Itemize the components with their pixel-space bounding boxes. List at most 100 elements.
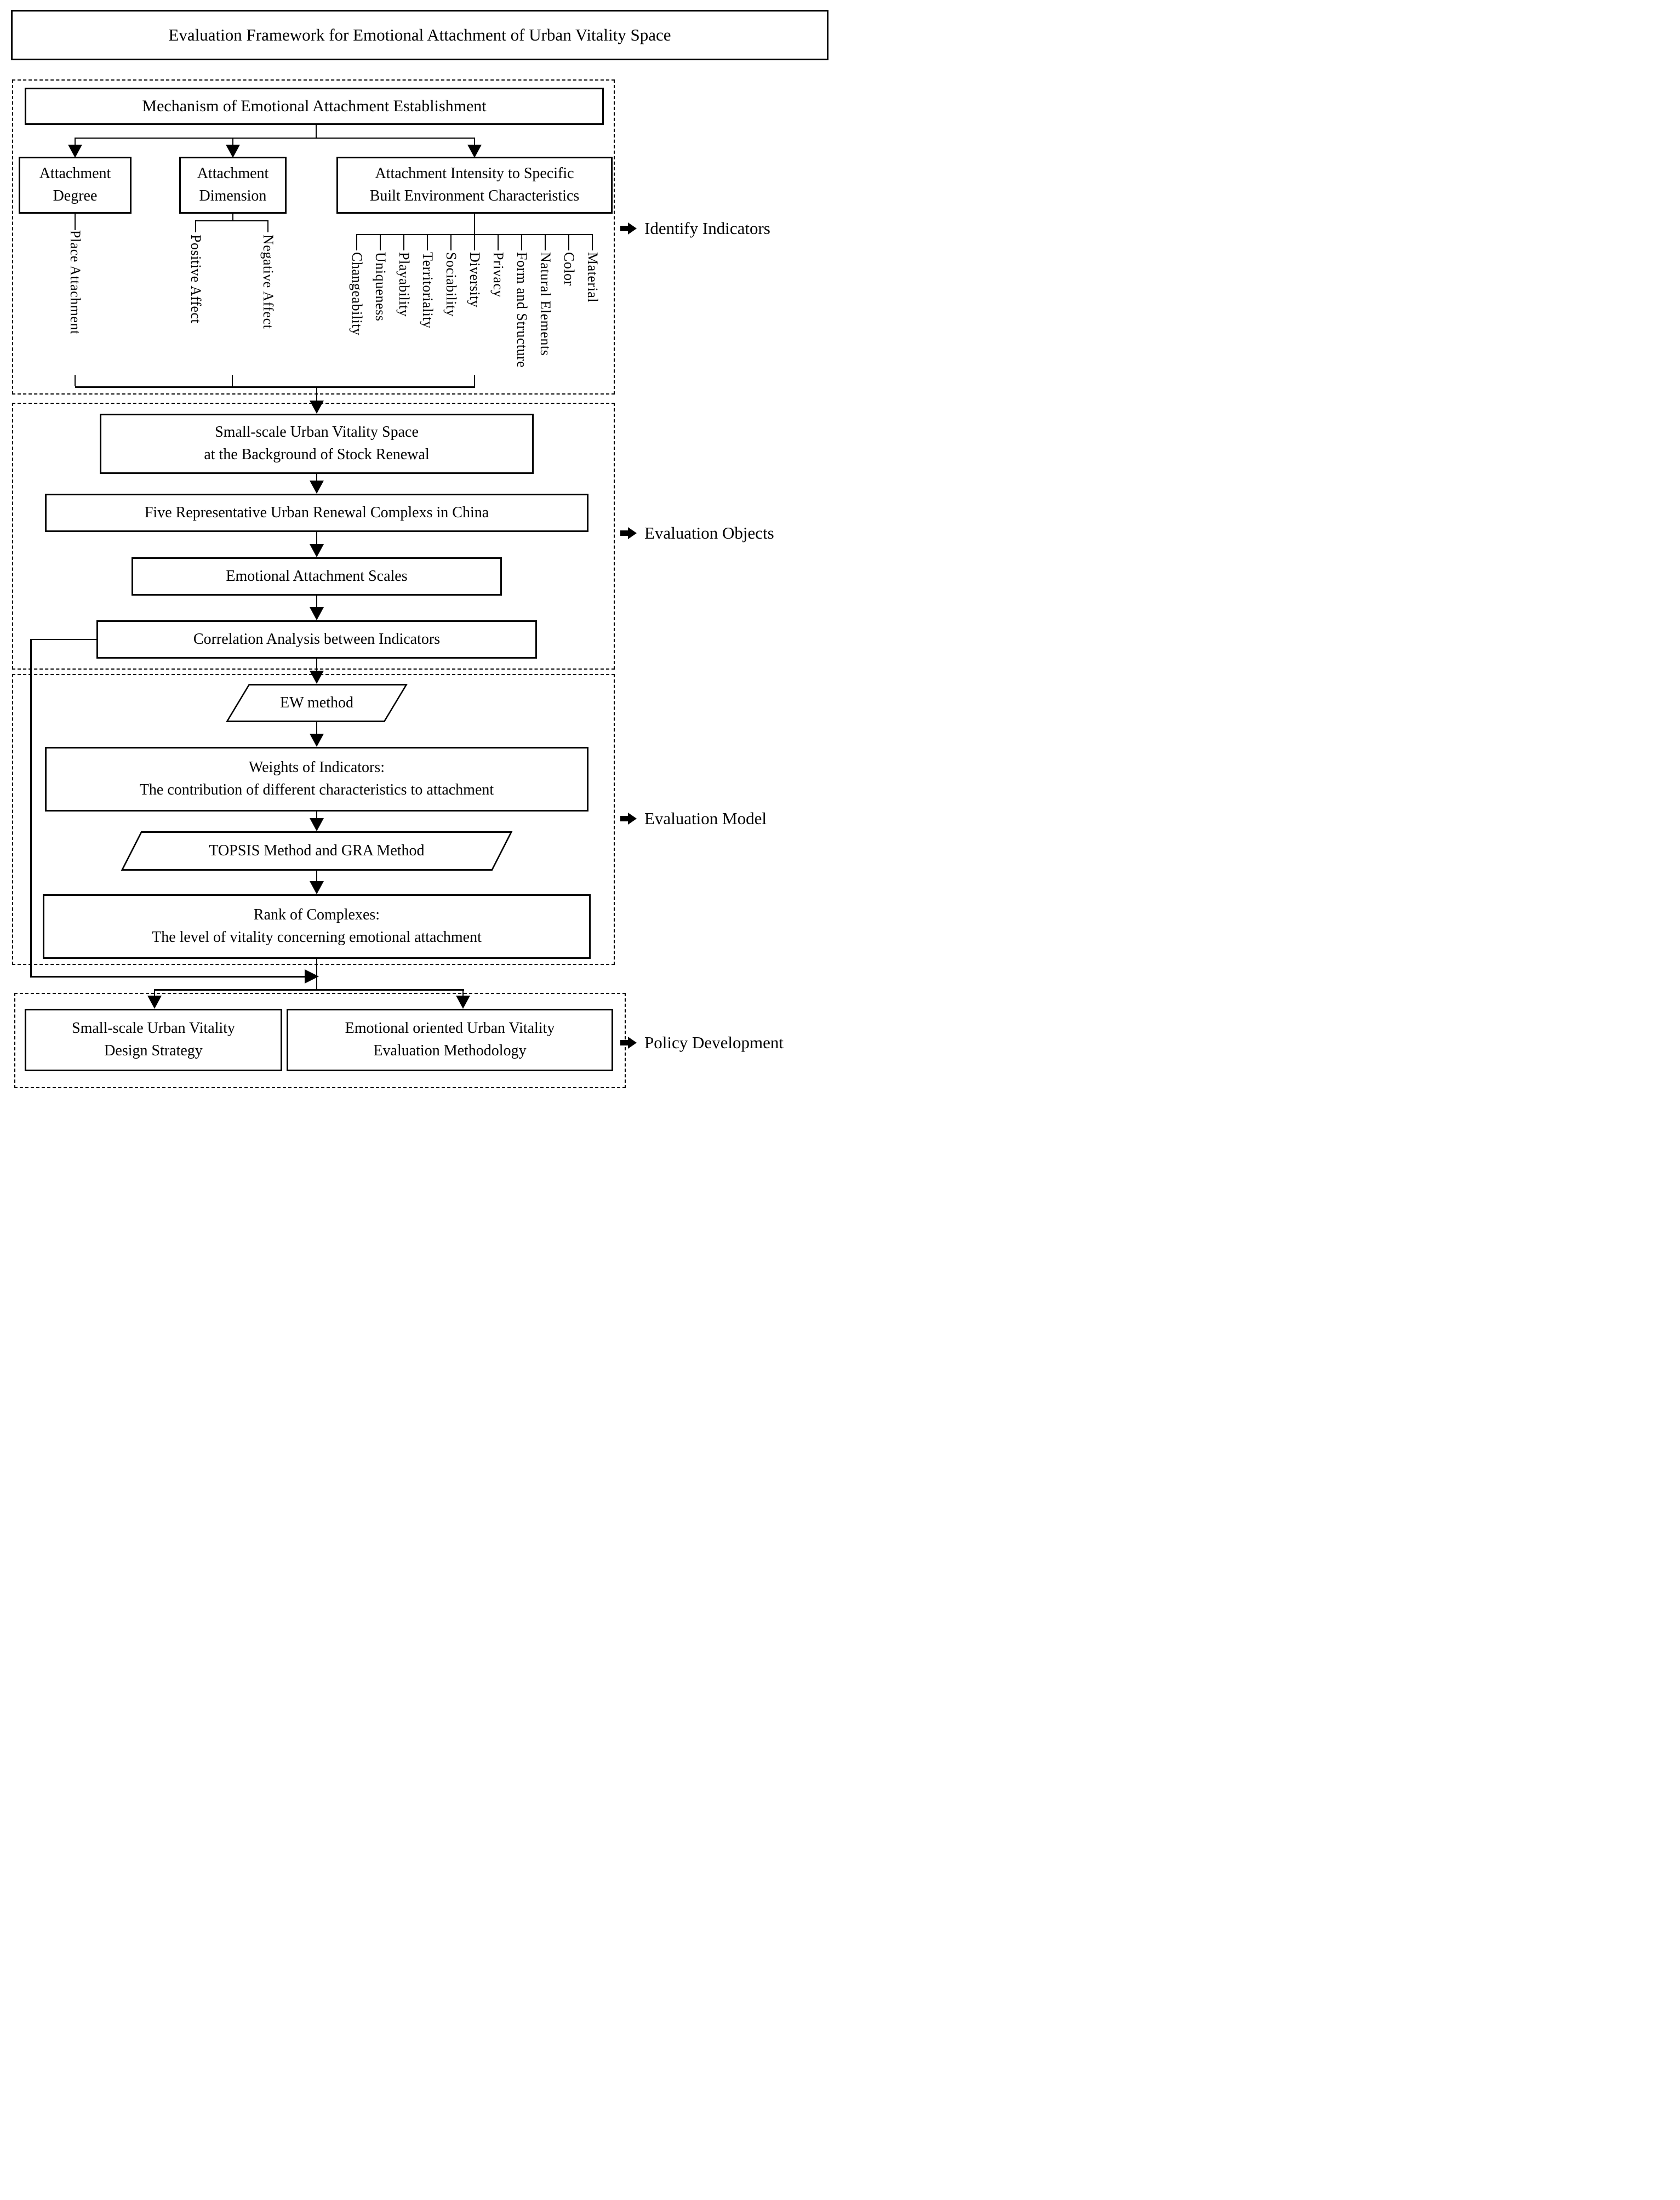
flowchart-canvas: Evaluation Framework for Emotional Attac… (0, 0, 840, 1100)
connector-line (545, 234, 546, 250)
scales-box: Emotional Attachment Scales (132, 557, 502, 596)
indicator-label-form-and-structure: Form and Structure (514, 252, 530, 368)
attachment-degree-box: Attachment Degree (19, 157, 132, 214)
arrowhead-down-icon (310, 544, 324, 557)
side-label-evaluation-model: Evaluation Model (644, 809, 767, 828)
block-arrow-icon (620, 1040, 628, 1045)
connector-line (316, 596, 317, 608)
correlation-box-label: Correlation Analysis between Indicators (193, 630, 441, 648)
connector-line (474, 234, 475, 250)
block-arrow-icon (628, 813, 637, 825)
weights-box-label: Weights of Indicators: The contribution … (139, 759, 494, 798)
connector-line (75, 386, 475, 388)
arrowhead-down-icon (456, 996, 470, 1009)
block-arrow-icon (620, 530, 628, 536)
feedback-line (30, 976, 306, 978)
connector-line (356, 234, 357, 250)
arrowhead-down-icon (310, 401, 324, 414)
indicator-label-material: Material (585, 252, 601, 303)
indicator-label-changeability: Changeability (349, 252, 365, 336)
connector-line (474, 214, 475, 234)
connector-line (75, 138, 76, 146)
connector-line (380, 234, 381, 250)
indicator-label-playability: Playability (396, 252, 412, 317)
connector-line (316, 722, 317, 735)
arrowhead-down-icon (310, 734, 324, 747)
connector-line (75, 138, 475, 139)
rank-box-label: Rank of Complexes: The level of vitality… (152, 906, 482, 946)
indicator-label-privacy: Privacy (490, 252, 506, 298)
feedback-line (31, 639, 96, 640)
indicator-label-diversity: Diversity (467, 252, 483, 308)
attachment-dimension-label: Attachment Dimension (197, 165, 269, 204)
arrowhead-down-icon (310, 881, 324, 894)
arrowhead-down-icon (467, 145, 482, 158)
side-label-policy-development: Policy Development (644, 1033, 784, 1052)
block-arrow-icon (628, 527, 637, 539)
connector-line (75, 214, 76, 230)
connector-line (450, 234, 452, 250)
methodology-box: Emotional oriented Urban Vitality Evalua… (287, 1009, 613, 1071)
indicator-label-natural-elements: Natural Elements (538, 252, 553, 356)
side-label-identify-indicators: Identify Indicators (644, 219, 770, 238)
connector-line (474, 375, 475, 386)
weights-box: Weights of Indicators: The contribution … (45, 747, 588, 812)
connector-line (592, 234, 593, 250)
correlation-box: Correlation Analysis between Indicators (96, 620, 537, 659)
indicator-label-place-attachment: Place Attachment (67, 230, 83, 335)
attachment-degree-label: Attachment Degree (39, 165, 111, 204)
connector-line (498, 234, 499, 250)
connector-line (196, 220, 268, 221)
indicator-label-sociability: Sociability (443, 252, 459, 317)
connector-line (316, 532, 317, 545)
indicator-label-color: Color (561, 252, 577, 286)
space-box-label: Small-scale Urban Vitality Space at the … (204, 424, 430, 463)
complexes-box: Five Representative Urban Renewal Comple… (45, 494, 588, 532)
connector-line (316, 386, 317, 402)
connector-line (316, 812, 317, 819)
ew-parallelogram-label: EW method (279, 694, 353, 711)
connector-line (267, 220, 268, 232)
connector-line (403, 234, 404, 250)
arrowhead-down-icon (310, 607, 324, 620)
strategy-box-label: Small-scale Urban Vitality Design Strate… (72, 1020, 235, 1059)
connector-line (316, 474, 317, 482)
connector-line (154, 989, 155, 997)
indicator-label-positive-affect: Positive Affect (188, 235, 204, 324)
arrowhead-down-icon (68, 145, 82, 158)
strategy-box: Small-scale Urban Vitality Design Strate… (25, 1009, 282, 1071)
connector-line (568, 234, 569, 250)
indicator-label-negative-affect: Negative Affect (260, 235, 276, 329)
connector-line (232, 214, 233, 220)
arrowhead-right-icon (305, 969, 319, 984)
connector-line (316, 659, 317, 672)
connector-line (154, 989, 464, 991)
arrowhead-down-icon (310, 481, 324, 494)
indicator-label-uniqueness: Uniqueness (373, 252, 388, 322)
connector-line (521, 234, 522, 250)
topsis-parallelogram-label: TOPSIS Method and GRA Method (209, 842, 425, 859)
arrowhead-down-icon (147, 996, 162, 1009)
connector-line (427, 234, 428, 250)
block-arrow-icon (620, 226, 628, 231)
connector-line (75, 375, 76, 386)
connector-line (232, 375, 233, 386)
connector-line (462, 989, 464, 997)
space-box: Small-scale Urban Vitality Space at the … (100, 414, 534, 474)
block-arrow-icon (628, 222, 637, 235)
arrowhead-down-icon (310, 818, 324, 831)
rank-box: Rank of Complexes: The level of vitality… (43, 894, 591, 959)
connector-line (474, 138, 475, 146)
scales-box-label: Emotional Attachment Scales (226, 567, 408, 585)
methodology-box-label: Emotional oriented Urban Vitality Evalua… (345, 1020, 555, 1059)
page-title-box: Evaluation Framework for Emotional Attac… (11, 10, 828, 60)
attachment-intensity-box: Attachment Intensity to Specific Built E… (336, 157, 613, 214)
mechanism-header-box: Mechanism of Emotional Attachment Establ… (25, 88, 604, 125)
connector-line (316, 871, 317, 882)
page-title: Evaluation Framework for Emotional Attac… (168, 25, 671, 44)
feedback-line (30, 639, 32, 978)
block-arrow-icon (628, 1037, 637, 1049)
arrowhead-down-icon (310, 671, 324, 684)
connector-line (316, 125, 317, 139)
attachment-dimension-box: Attachment Dimension (179, 157, 287, 214)
